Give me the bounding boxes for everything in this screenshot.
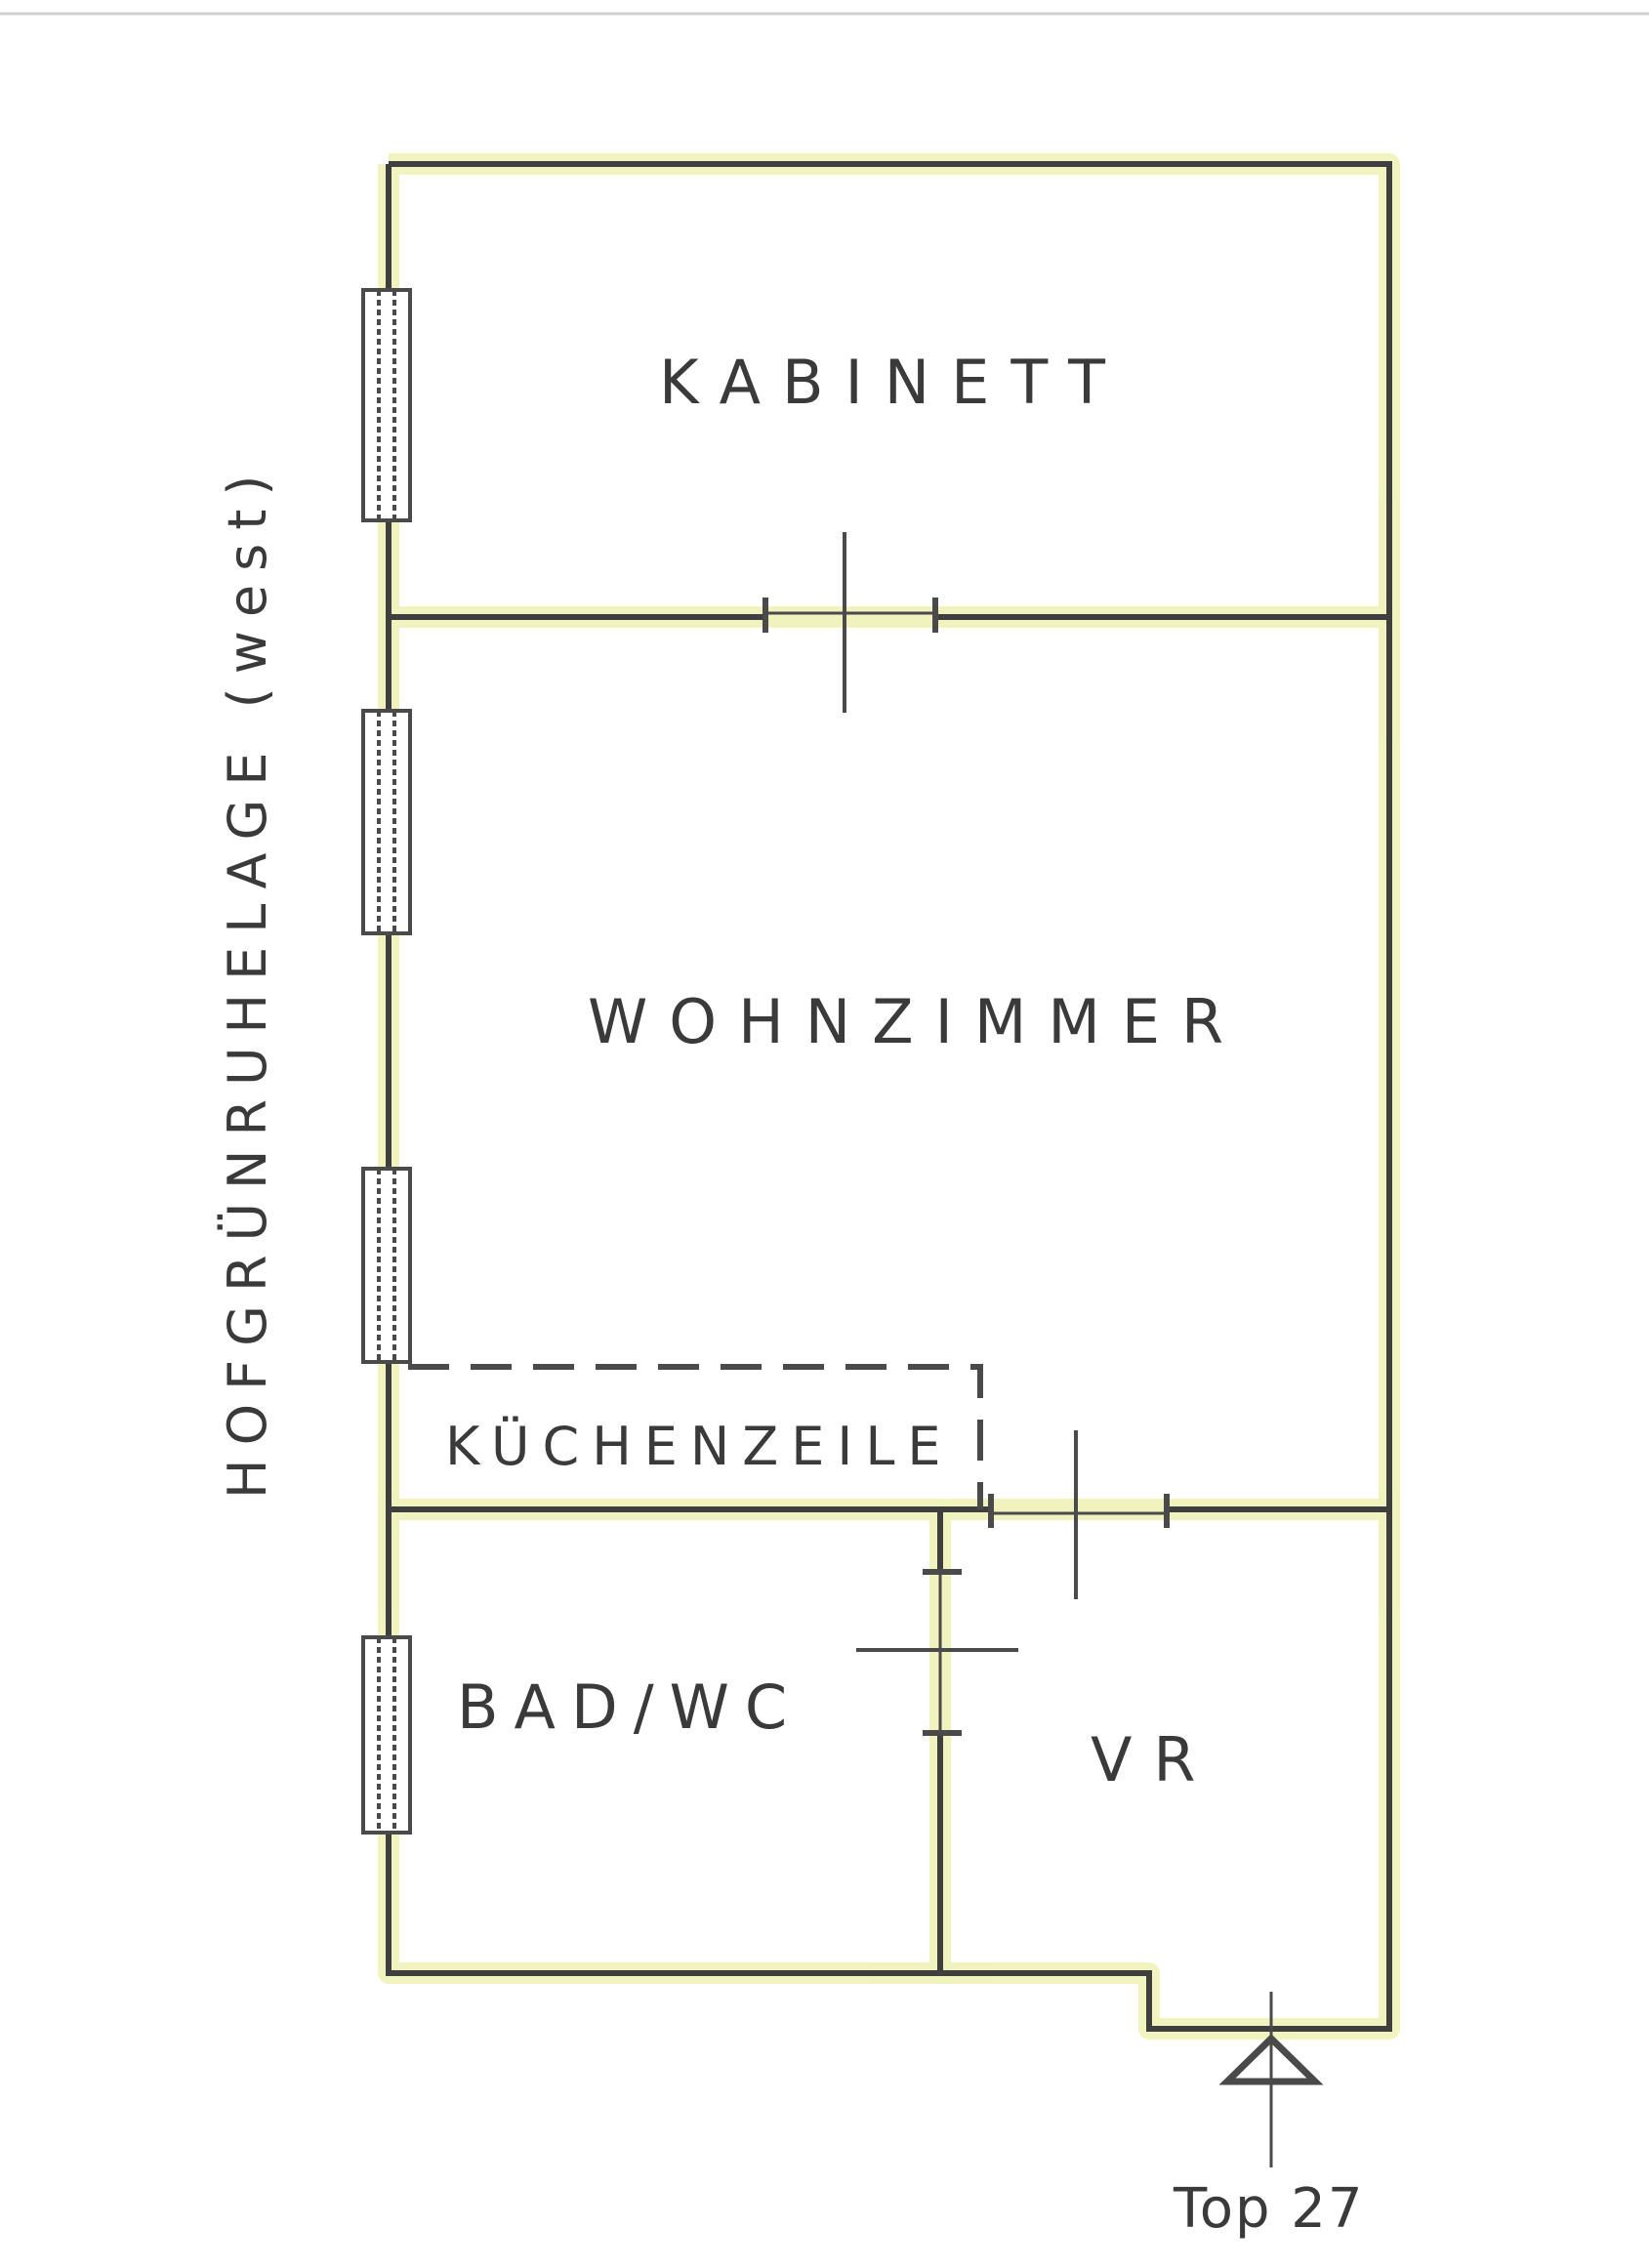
room-label-vr: VR xyxy=(1091,1724,1217,1795)
room-label-kabinett: KABINETT xyxy=(659,347,1128,418)
windows xyxy=(361,288,412,1835)
window-wohnzimmer-upper xyxy=(361,709,412,935)
walls xyxy=(386,161,1392,2032)
kuechenzeile-outline xyxy=(408,1364,983,1509)
orientation-label: HOFGRÜNRUHELAGE (west) xyxy=(217,461,278,1500)
wall-highlight xyxy=(378,153,1400,2040)
room-label-wohnzimmer: WOHNZIMMER xyxy=(588,986,1246,1057)
door-kabinett xyxy=(763,532,938,713)
door-vorraum xyxy=(988,1430,1170,1599)
entrance-arrow-icon xyxy=(1218,1992,1324,2167)
window-kabinett xyxy=(361,288,412,522)
room-label-bad-wc: BAD/WC xyxy=(457,1671,804,1743)
room-label-kuechenzeile: KÜCHENZEILE xyxy=(445,1416,954,1477)
window-bad xyxy=(361,1635,412,1835)
outer-wall xyxy=(386,161,1392,2032)
door-bad xyxy=(856,1569,1018,1736)
window-wohnzimmer-lower xyxy=(361,1167,412,1364)
entrance-label: Top 27 xyxy=(1174,2177,1365,2241)
